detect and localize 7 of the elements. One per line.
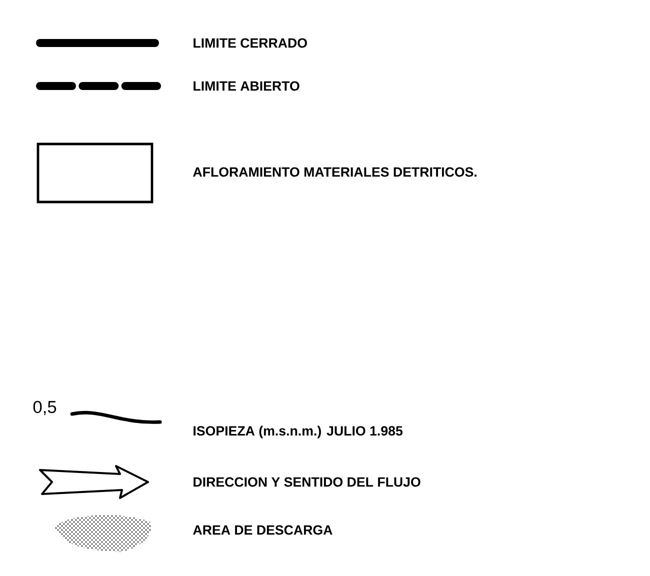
contour-value-label: 0,5 (33, 400, 56, 416)
legend-text: LIMITE ABIERTO (194, 81, 300, 91)
legend-text: DIRECCION Y SENTIDO DEL FLUJO (194, 477, 420, 487)
legend-text: AREA DE DESCARGA (193, 525, 332, 535)
legend-text: ISOPIEZA (m.s.n.m.) JULIO 1.985 (194, 426, 403, 438)
legend-text: LIMITE CERRADO (194, 38, 307, 48)
legend-text: AFLORAMIENTO MATERIALES DETRITICOS. (193, 167, 476, 177)
